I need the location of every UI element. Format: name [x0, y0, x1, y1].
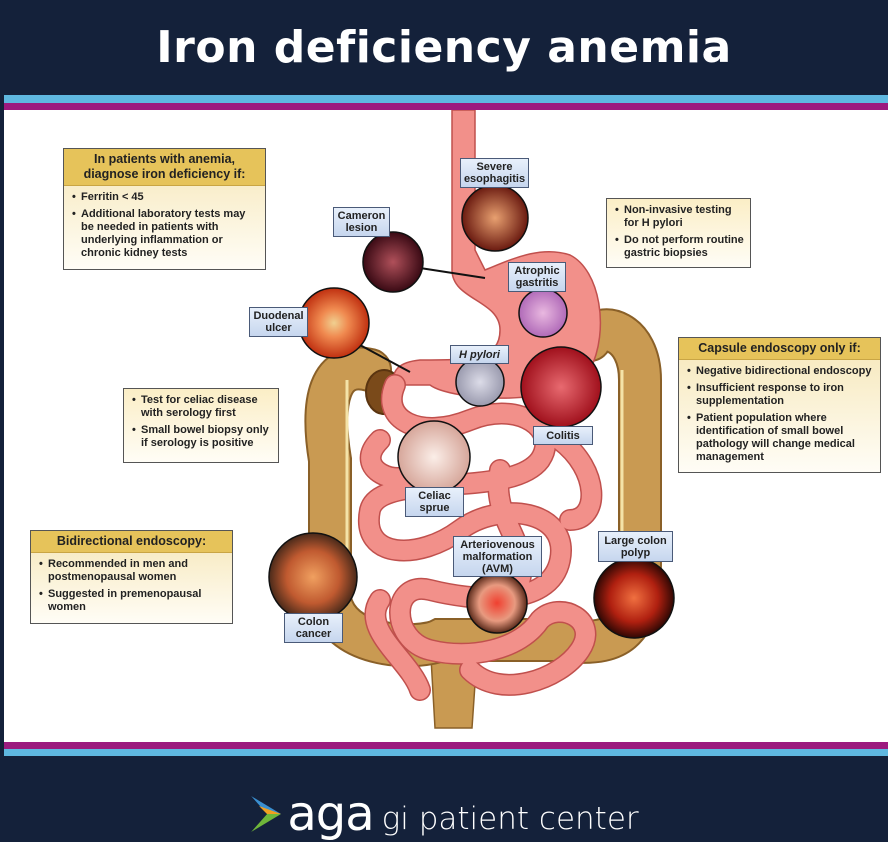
colitis-image: [520, 346, 602, 428]
bottom-magenta-stripe: [4, 742, 888, 749]
aga-logo: aga gi patient center: [249, 762, 639, 842]
capsule-box: Capsule endoscopy only if: Negative bidi…: [678, 337, 881, 473]
diagnose-item: Additional laboratory tests may be neede…: [72, 208, 259, 260]
label-duodenal: Duodenal ulcer: [249, 307, 308, 337]
hpylori-image: [455, 357, 505, 407]
celiac-image: [397, 420, 471, 494]
diagnose-header: In patients with anemia, diagnose iron d…: [64, 149, 265, 186]
hpylori-box: Non-invasive testing for H pylori Do not…: [606, 198, 751, 268]
footer: aga gi patient center: [0, 756, 888, 842]
page-title: Iron deficiency anemia: [156, 22, 732, 73]
capsule-item: Patient population where identification …: [687, 412, 874, 464]
colon: [306, 310, 660, 666]
bidirectional-box: Bidirectional endoscopy: Recommended in …: [30, 530, 233, 624]
polyp-image: [593, 557, 675, 639]
atrophic-gastritis-image: [518, 288, 568, 338]
header-bar: Iron deficiency anemia: [0, 0, 888, 95]
aga-triangle-icon: [251, 796, 282, 832]
diagnose-item: Ferritin < 45: [72, 191, 259, 204]
diagnose-box: In patients with anemia, diagnose iron d…: [63, 148, 266, 270]
label-colon-cancer: Colon cancer: [284, 613, 343, 643]
diagram-area: In patients with anemia, diagnose iron d…: [4, 110, 888, 742]
duodenal-pointer: [359, 344, 411, 373]
capsule-item: Insufficient response to iron supplement…: [687, 382, 874, 408]
bidirectional-header: Bidirectional endoscopy:: [31, 531, 232, 553]
label-celiac: Celiac sprue: [405, 487, 464, 517]
bottom-blue-stripe: [4, 749, 888, 756]
top-magenta-stripe: [4, 103, 888, 110]
label-atrophic: Atrophic gastritis: [508, 262, 566, 292]
celiac-item: Test for celiac disease with serology fi…: [132, 394, 272, 420]
cameron-pointer: [419, 267, 486, 279]
brand-name: aga: [287, 786, 374, 842]
capsule-item: Negative bidirectional endoscopy: [687, 365, 874, 378]
esophagitis-image: [461, 184, 529, 252]
colon-cancer-image: [268, 532, 358, 622]
celiac-item: Small bowel biopsy only if serology is p…: [132, 424, 272, 450]
celiac-box: Test for celiac disease with serology fi…: [123, 388, 279, 463]
brand-tagline: gi patient center: [381, 801, 639, 837]
hpylori-item: Do not perform routine gastric biopsies: [615, 234, 744, 260]
bidirectional-item: Recommended in men and postmenopausal wo…: [39, 558, 226, 584]
label-avm: Arteriovenous malformation (AVM): [453, 536, 542, 577]
bidirectional-item: Suggested in premenopausal women: [39, 588, 226, 614]
cameron-image: [362, 231, 424, 293]
label-colitis: Colitis: [533, 426, 593, 445]
duodenal-ulcer-image: [298, 287, 370, 359]
capsule-header: Capsule endoscopy only if:: [679, 338, 880, 360]
hpylori-item: Non-invasive testing for H pylori: [615, 204, 744, 230]
top-blue-stripe: [4, 95, 888, 103]
avm-image: [466, 572, 528, 634]
label-polyp: Large colon polyp: [598, 531, 673, 562]
label-esophagitis: Severe esophagitis: [460, 158, 529, 188]
label-cameron: Cameron lesion: [333, 207, 390, 237]
label-hpylori: H pylori: [450, 345, 509, 364]
